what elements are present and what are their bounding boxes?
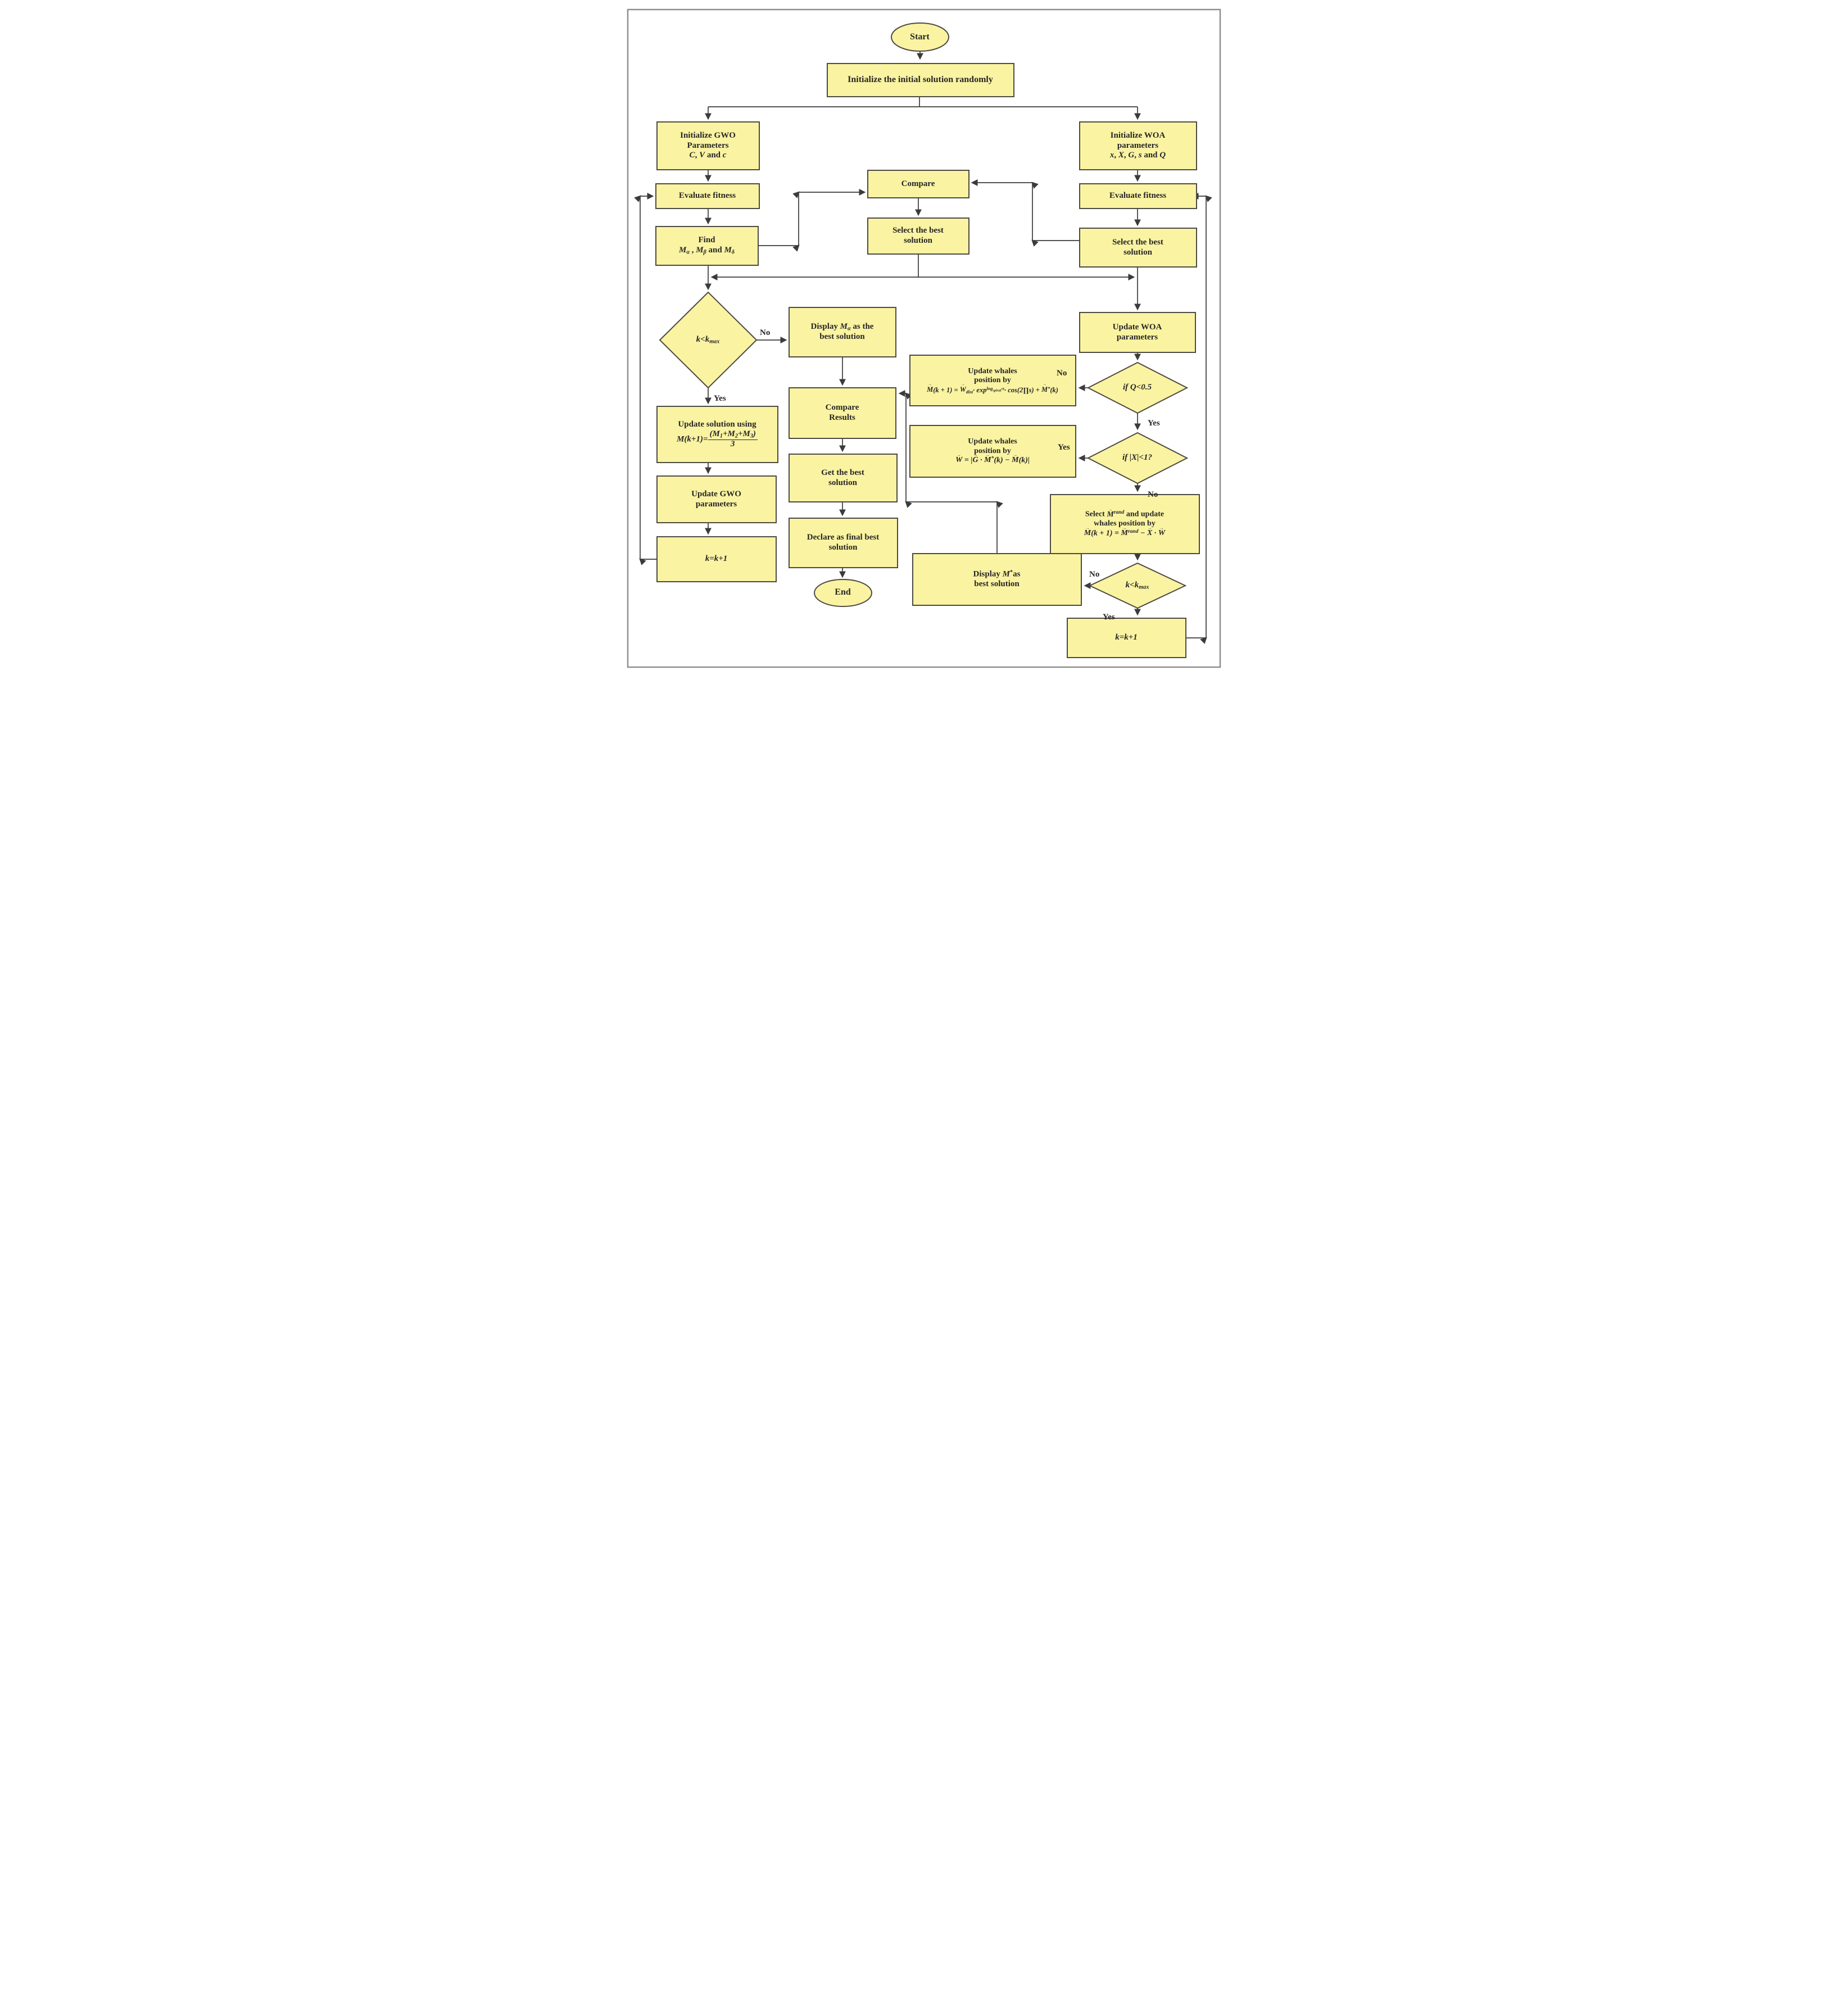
flowchart-shapes-and-arrows: No Yes No Yes Yes No No Yes [627, 8, 1221, 668]
node-label: solution [904, 236, 932, 245]
node-label: position by [974, 376, 1011, 385]
node-find-alpha-beta-delta: Find Mα , Mβ and Mδ [656, 226, 758, 265]
k-check-left-diamond-shape [659, 291, 757, 389]
node-formula: Mα , Mβ and Mδ [678, 246, 735, 256]
node-initialize-woa-parameters: Initialize WOA parameters x, X, G, s and… [1080, 122, 1197, 170]
edge-label-yes-k-left: Yes [714, 394, 726, 403]
node-update-gwo-parameters: Update GWO parameters [657, 476, 776, 523]
edge-label-yes-q: Yes [1148, 419, 1160, 428]
edge-label-yes-k-right: Yes [1103, 613, 1115, 622]
q-check-diamond-shape [1086, 361, 1188, 414]
node-label: Update WOA [1112, 322, 1162, 332]
edge-label-no-x: No [1148, 490, 1158, 499]
node-formula: k<kmax [696, 334, 720, 345]
node-display-m-star: Display M*as best solution [913, 554, 1081, 605]
edge-label-no-k-right: No [1089, 570, 1099, 579]
node-x-check: if |X|<1? [1094, 447, 1181, 469]
node-start: Start [891, 24, 949, 51]
node-label: Initialize WOA [1110, 130, 1166, 140]
node-label: Parameters [687, 141, 729, 150]
node-formula: C, V and c [689, 151, 727, 160]
node-compare-results: Compare Results [789, 388, 896, 438]
node-end: End [814, 579, 872, 606]
node-formula: if Q<0.5 [1122, 383, 1152, 392]
node-label: Get the best [821, 468, 864, 477]
figure-border [627, 8, 1221, 668]
node-label: best solution [974, 579, 1020, 589]
node-get-best-solution: Get the best solution [789, 454, 897, 502]
k-check-right-diamond-shape [1088, 562, 1186, 609]
node-label: Initialize GWO [680, 130, 736, 140]
start-terminator-shape [890, 22, 949, 52]
node-evaluate-fitness-woa: Evaluate fitness [1080, 184, 1197, 209]
node-formula: W→ = |G→ · M→*(k) − M→(k)| [955, 452, 1030, 465]
node-label: position by [974, 446, 1011, 455]
node-k-increment-right: k=k+1 [1067, 618, 1186, 658]
node-label: Update GWO [691, 489, 741, 499]
node-label: solution [1123, 247, 1152, 257]
node-label: solution [828, 543, 858, 552]
edge-label-yes-x: Yes [1058, 443, 1070, 452]
node-formula: M→(k + 1) = M→rand − X→ · W→ [1084, 525, 1166, 538]
node-label: Find [698, 235, 715, 245]
node-label: Update whales [968, 437, 1017, 446]
node-update-solution: Update solution using M(k+1)=(M1+M2+M3)3 [657, 406, 778, 463]
end-terminator-shape [813, 579, 872, 607]
node-formula: M(k+1)=(M1+M2+M3)3 [677, 429, 758, 449]
node-formula: M→(k + 1) = W→dist· explogspiral·s· cos(… [927, 382, 1058, 395]
node-label: best solution [819, 332, 865, 342]
node-declare-final-best: Declare as final best solution [789, 518, 898, 568]
node-display-m-alpha: Display Mα as the best solution [789, 307, 896, 357]
node-label: parameters [695, 499, 737, 509]
node-formula: Select M→rand and update [1085, 506, 1165, 519]
node-formula: if |X|<1? [1122, 453, 1153, 463]
node-label: Update whales [968, 366, 1017, 375]
flowchart-canvas: No Yes No Yes Yes No No Yes Start Initia… [614, 0, 1230, 672]
node-k-increment-left: k=k+1 [657, 537, 776, 582]
node-initialize-solution: Initialize the initial solution randomly [827, 64, 1014, 97]
node-label: Compare [825, 403, 859, 413]
node-formula: x, X, G, s and Q [1109, 151, 1166, 160]
node-label: End [835, 587, 851, 597]
node-label: parameters [1116, 332, 1158, 342]
node-label: whales position by [1094, 519, 1156, 528]
node-compare: Compare [868, 170, 969, 198]
node-select-m-rand: Select M→rand and update whales position… [1050, 495, 1199, 554]
edge-label-no-q: No [1057, 369, 1067, 378]
node-label: Evaluate fitness [678, 191, 736, 201]
node-formula: k=k+1 [1115, 633, 1138, 642]
node-label: Start [910, 32, 930, 42]
node-label: solution [828, 478, 857, 487]
node-initialize-gwo-parameters: Initialize GWO Parameters C, V and c [657, 122, 759, 170]
node-k-check-right: k<kmax [1098, 574, 1177, 597]
node-label: Compare [901, 179, 935, 188]
node-formula: k=k+1 [705, 554, 728, 564]
node-update-whales-encircle: Update whales position by W→ = |G→ · M→*… [910, 425, 1076, 477]
node-formula: Display Mα as the [810, 321, 874, 332]
node-label: Declare as final best [807, 533, 880, 542]
node-label: Evaluate fitness [1109, 191, 1167, 201]
node-formula: Display M*as [973, 569, 1021, 579]
node-k-check-left: k<kmax [669, 323, 747, 357]
node-label: Update solution using [678, 420, 756, 429]
node-select-best-solution-right: Select the best solution [1080, 228, 1197, 267]
node-label: Initialize the initial solution randomly [848, 75, 993, 85]
node-label: Results [829, 413, 855, 422]
x-check-diamond-shape [1086, 432, 1188, 484]
node-update-woa-parameters: Update WOA parameters [1080, 312, 1195, 352]
node-select-best-solution-mid: Select the best solution [868, 218, 969, 254]
node-label: Select the best [892, 226, 944, 235]
node-label: parameters [1117, 141, 1159, 150]
node-formula: k<kmax [1125, 580, 1149, 591]
node-evaluate-fitness-gwo: Evaluate fitness [656, 184, 759, 209]
node-q-check: if Q<0.5 [1094, 377, 1181, 399]
node-label: Select the best [1112, 237, 1163, 247]
edge-label-no-k-left: No [760, 328, 770, 337]
node-update-whales-spiral: Update whales position by M→(k + 1) = W→… [910, 355, 1076, 406]
